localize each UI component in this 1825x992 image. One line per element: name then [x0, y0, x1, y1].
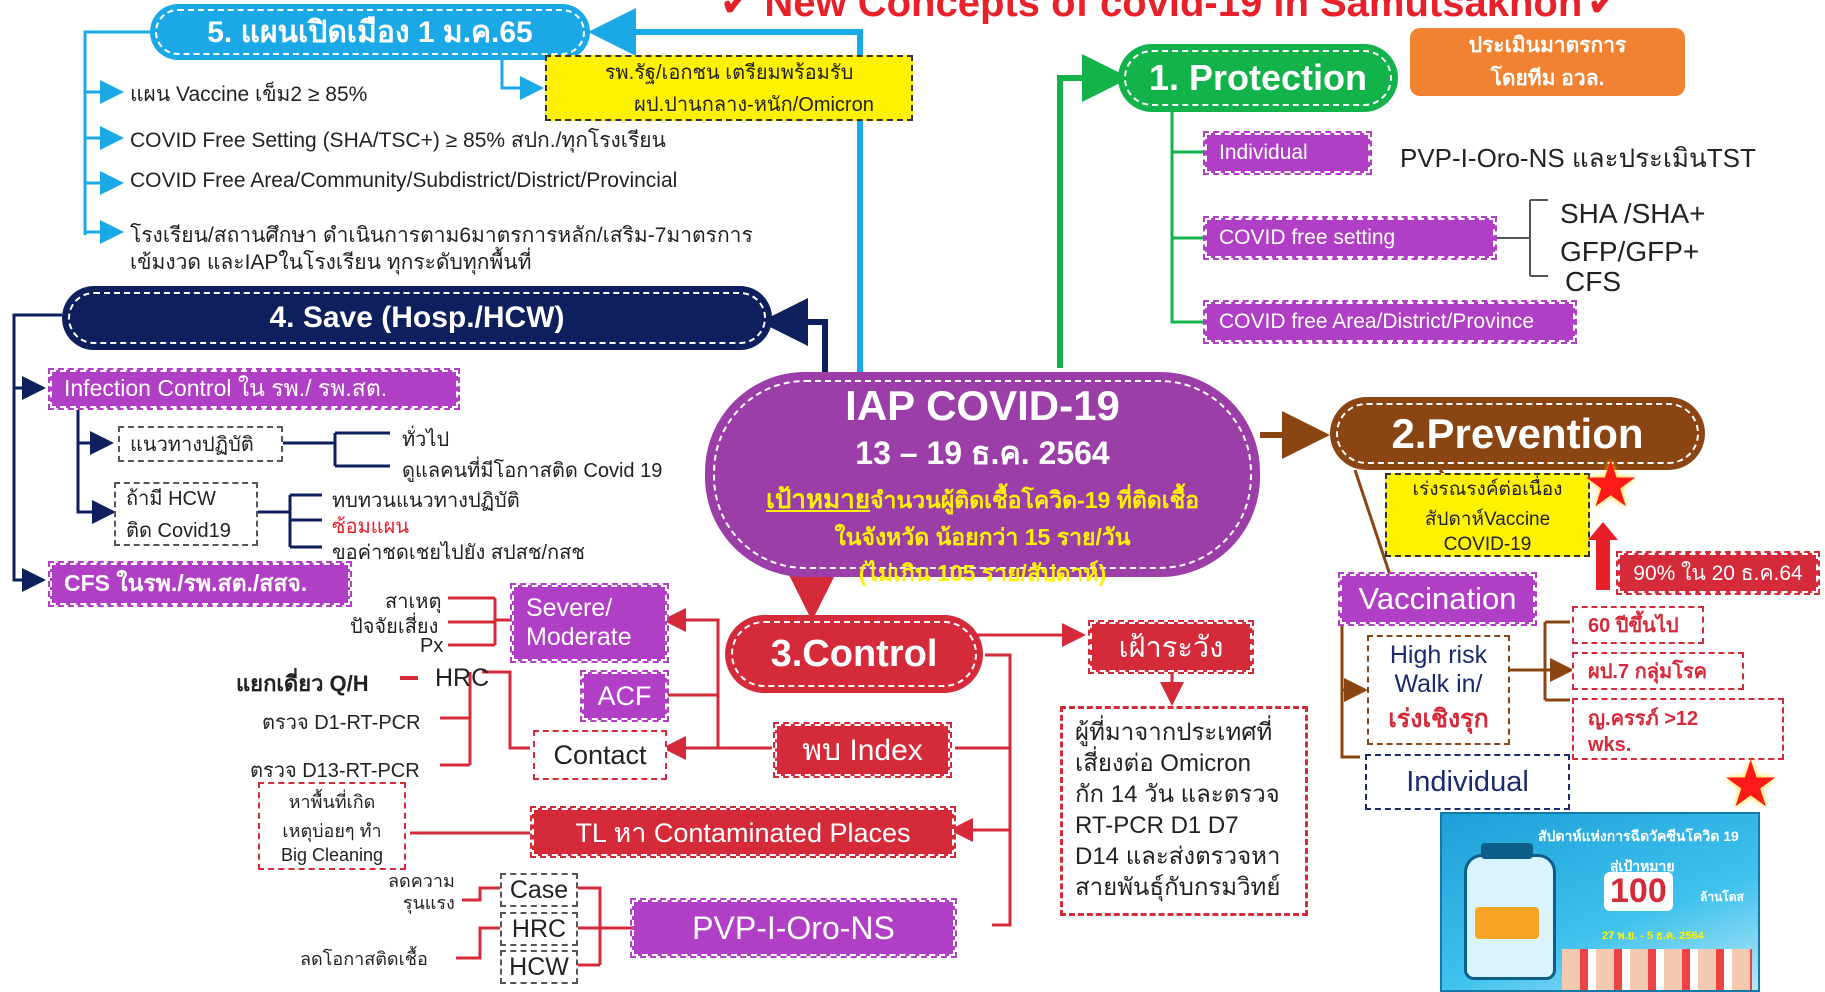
hrc-label: HRC — [435, 664, 490, 692]
cfs-box: CFS ในรพ./รพ.สต./สสจ. — [48, 561, 352, 607]
hcw-infected-box: ถ้ามี HCW ติด Covid19 — [114, 482, 258, 546]
page-title: New Concepts of covid-19 in Samutsakhon — [764, 0, 1583, 24]
severe-item: Px — [420, 635, 444, 657]
section5-hospital-note: รพ.รัฐ/เอกชน เตรียมพร้อมรับ ผป.ปานกลาง-ห… — [545, 55, 913, 121]
big-cleaning-box: หาพื้นที่เกิด เหตุบ่อยๆ ทำ Big Cleaning — [258, 782, 406, 870]
section3-header: 3.Control — [725, 615, 983, 693]
poster-title: สัปดาห์แห่งการฉีดวัคซีนโควิด 19 — [1538, 828, 1739, 844]
section4-header: 4. Save (Hosp./HCW) — [62, 286, 772, 350]
iap-goal-line: (ไม่เกิน 105 ราย/สัปดาห์) — [858, 560, 1107, 586]
protection-setting: COVID free setting — [1203, 216, 1497, 260]
vaccine-target-box: 90% ใน 20 ธ.ค.64 — [1616, 551, 1820, 595]
iap-title: IAP COVID-19 — [845, 382, 1120, 429]
poster-dates: 27 พ.ย. - 5 ธ.ค. 2564 — [1602, 930, 1704, 942]
star-icon: ★ — [1582, 448, 1640, 520]
vaccine-bottle-icon — [1464, 843, 1556, 980]
pvp-box: PVP-I-Oro-NS — [630, 898, 957, 958]
tl-contaminated-box: TL หา Contaminated Places — [530, 806, 956, 858]
assessment-box: ประเมินมาตรการ โดยทีม อวล. — [1410, 28, 1685, 96]
iap-goal-line: ในจังหวัด น้อยกว่า 15 ราย/วัน — [834, 524, 1131, 550]
section5-item: โรงเรียน/สถานศึกษา ดำเนินการตาม6มาตรการห… — [130, 224, 753, 247]
contact-box: Contact — [533, 730, 667, 780]
pvp-target: HRC — [500, 912, 578, 946]
section5-item: แผน Vaccine เข็ม2 ≥ 85% — [130, 83, 368, 106]
iap-center: IAP COVID-19 13 – 19 ธ.ค. 2564 เป้าหมายจ… — [705, 372, 1260, 586]
iap-goal-label: เป้าหมาย — [765, 484, 871, 514]
section3-title: 3.Control — [770, 632, 938, 675]
pvp-target: Case — [500, 873, 578, 907]
section5-item: เข้มงวด และIAPในโรงเรียน ทุกระดับทุกพื้น… — [130, 251, 532, 274]
section1-title: 1. Protection — [1148, 57, 1368, 98]
high-risk-box: High risk Walk in/ เร่งเชิงรุก — [1367, 635, 1510, 745]
severe-item: ปัจจัยเสี่ยง — [350, 616, 439, 638]
vaccination-box: Vaccination — [1338, 572, 1537, 626]
guideline-item: ทั่วไป — [402, 429, 450, 451]
poster-number: 100 — [1604, 872, 1673, 911]
isolate-label: แยกเดี่ยว Q/H — [236, 671, 369, 696]
poster-goal: สู่เป้าหมาย — [1610, 858, 1675, 874]
setting-item: GFP/GFP+ — [1560, 236, 1700, 267]
index-case-box: พบ Index — [773, 722, 952, 778]
section5-item: COVID Free Area/Community/Subdistrict/Di… — [130, 169, 678, 192]
guideline-item: ดูแลคนที่มีโอกาสติด Covid 19 — [402, 460, 663, 482]
people-illustration — [1562, 949, 1752, 990]
severe-item: สาเหตุ — [385, 591, 442, 613]
reduce-infection-label: ลดโอกาสติดเชื้อ — [300, 949, 428, 969]
section5-item: COVID Free Setting (SHA/TSC+) ≥ 85% สปก.… — [130, 129, 666, 152]
section2-title: 2.Prevention — [1391, 409, 1644, 457]
prevention-individual-box: Individual — [1365, 754, 1570, 810]
title-banner: ✔ New Concepts of covid-19 in Samutsakho… — [650, 0, 1690, 24]
section5-title: 5. แผนเปิดเมือง 1 ม.ค.65 — [207, 15, 533, 49]
section2-header: 2.Prevention — [1330, 397, 1705, 470]
infection-control-box: Infection Control ใน รพ./ รพ.สต. — [48, 368, 460, 410]
iap-dates: 13 – 19 ธ.ค. 2564 — [855, 435, 1110, 471]
surveillance-box: เฝ้าระวัง — [1088, 620, 1254, 674]
vaccine-campaign-box: เร่งรณรงค์ต่อเนื่อง สัปดาห์Vaccine COVID… — [1385, 473, 1590, 557]
up-arrow-head-icon — [1588, 522, 1618, 540]
acf-box: ACF — [580, 670, 669, 722]
vaccine-week-poster: สัปดาห์แห่งการฉีดวัคซีนโควิด 19 สู่เป้าห… — [1440, 812, 1760, 992]
hcw-item: ทบทวนแนวทางปฏิบัติ — [332, 490, 520, 512]
star-icon: ★ — [1722, 748, 1780, 820]
protection-individual: Individual — [1203, 131, 1372, 175]
hcw-item: ขอค่าชดเชยไปยัง สปสช/กสช — [332, 542, 585, 564]
risk-group: ญ.ครรภ์ >12 wks. — [1572, 698, 1784, 760]
risk-group: ผป.7 กลุ่มโรค — [1572, 652, 1744, 690]
up-arrow-icon — [1596, 530, 1610, 590]
setting-item: SHA /SHA+ — [1560, 198, 1706, 229]
protection-area: COVID free Area/District/Province — [1203, 300, 1577, 344]
pcr-d1-label: ตรวจ D1-RT-PCR — [262, 712, 421, 734]
severe-moderate-box: Severe/ Moderate — [510, 583, 669, 663]
section4-title: 4. Save (Hosp./HCW) — [269, 301, 565, 334]
guideline-box: แนวทางปฏิบัติ — [118, 426, 283, 462]
pcr-d13-label: ตรวจ D13-RT-PCR — [250, 760, 420, 782]
reduce-severity-label: ลดความ รุนแรง — [388, 871, 455, 913]
pvp-target: HCW — [500, 950, 578, 984]
hcw-item: ซ้อมแผน — [332, 516, 410, 538]
poster-unit: ล้านโดส — [1700, 890, 1744, 904]
surveillance-detail: ผู้ที่มาจากประเทศที่ เสี่ยงต่อ Omicron ก… — [1060, 706, 1308, 916]
protection-individual-note: PVP-I-Oro-NS และประเมินTST — [1400, 143, 1756, 173]
section5-header: 5. แผนเปิดเมือง 1 ม.ค.65 — [150, 4, 590, 60]
setting-item: CFS — [1565, 266, 1621, 297]
iap-goal-line: จำนวนผู้ติดเชื้อโควิด-19 ที่ติดเชื้อ — [870, 487, 1200, 513]
risk-group: 60 ปีขึ้นไป — [1572, 606, 1704, 644]
section1-header: 1. Protection — [1118, 44, 1398, 112]
